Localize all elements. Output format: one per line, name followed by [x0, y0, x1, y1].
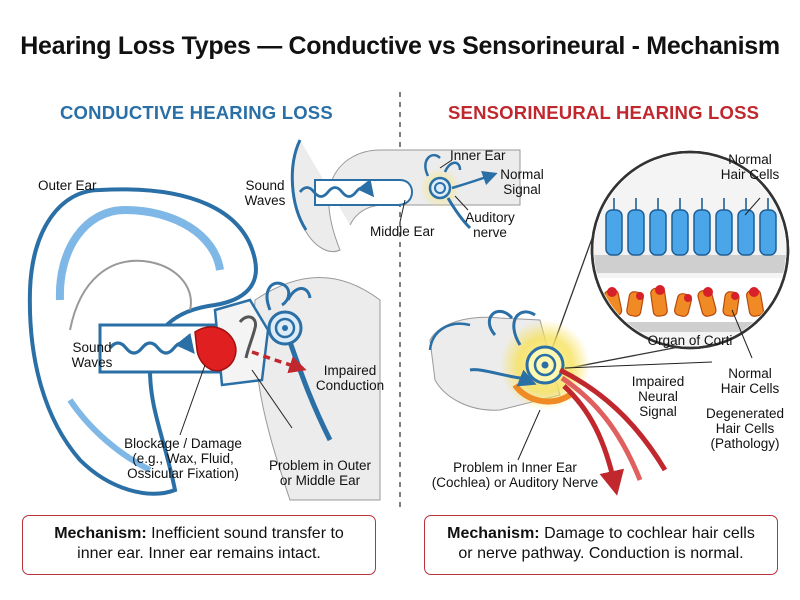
- conductive-ear-illustration: [27, 187, 381, 501]
- sensorineural-heading: SENSORINEURAL HEARING LOSS: [448, 102, 760, 123]
- normal-ear-illustration: [290, 139, 521, 253]
- label-blockage: Blockage / Damage (e.g., Wax, Fluid, Oss…: [124, 436, 242, 481]
- sensorineural-illustration: [428, 150, 790, 496]
- conductive-mechanism-box: Mechanism: Inefficient sound transfer to…: [22, 515, 376, 575]
- diagram-title: Hearing Loss Types — Conductive vs Senso…: [20, 32, 780, 60]
- conductive-heading: CONDUCTIVE HEARING LOSS: [60, 102, 333, 123]
- sensorineural-mechanism-box: Mechanism: Damage to cochlear hair cells…: [424, 515, 778, 575]
- mechanism-label: Mechanism:: [54, 525, 147, 542]
- label-impaired-neural-signal: Impaired Neural Signal: [631, 374, 685, 419]
- label-degenerated-hair-cells: Degenerated Hair Cells (Pathology): [705, 406, 785, 451]
- label-inner-ear: Inner Ear: [450, 148, 506, 163]
- label-organ-of-corti: Organ of Corti: [647, 333, 733, 348]
- mechanism-label: Mechanism:: [447, 525, 540, 542]
- label-middle-ear: Middle Ear: [370, 224, 435, 239]
- label-problem-inner-ear: Problem in Inner Ear(Cochlea) or Auditor…: [431, 460, 599, 490]
- label-outer-ear: Outer Ear: [38, 178, 97, 193]
